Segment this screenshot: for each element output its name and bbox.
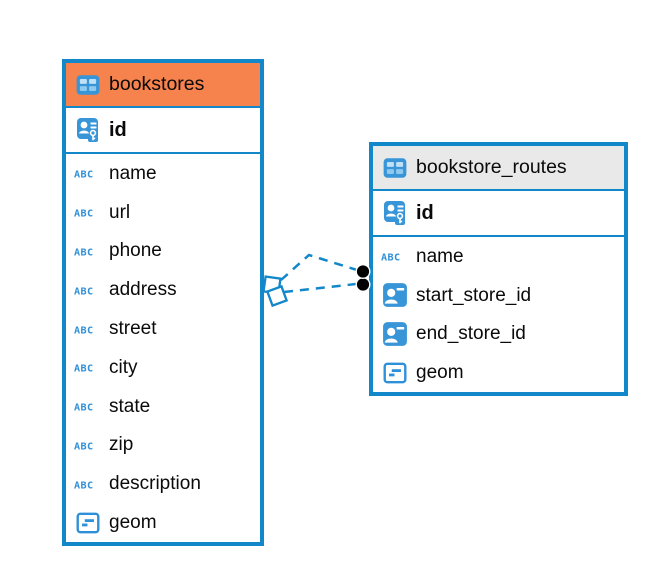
column-name: geom [109, 512, 157, 534]
text-type-icon: ABC [74, 203, 101, 221]
column-name: id [109, 119, 127, 141]
svg-text:ABC: ABC [381, 253, 400, 264]
table-title: bookstores [109, 72, 205, 95]
column-row-street[interactable]: ABC street [66, 309, 260, 348]
column-name: description [109, 473, 201, 495]
text-type-icon: ABC [74, 320, 101, 338]
column-row-name[interactable]: ABC name [66, 154, 260, 193]
person-ref-icon [381, 321, 408, 347]
svg-text:ABC: ABC [74, 286, 93, 297]
svg-text:ABC: ABC [74, 325, 93, 336]
text-type-icon: ABC [74, 436, 101, 454]
column-name: geom [416, 362, 464, 384]
geometry-type-icon [381, 360, 408, 386]
column-row-state[interactable]: ABC state [66, 386, 260, 426]
column-row-address[interactable]: ABC address [66, 270, 260, 310]
text-type-icon: ABC [74, 397, 101, 415]
text-type-icon: ABC [74, 242, 101, 260]
text-type-icon: ABC [74, 358, 101, 376]
table-bookstores[interactable]: bookstores id ABC name ABC url ABC phone [62, 59, 264, 546]
svg-text:ABC: ABC [74, 209, 93, 220]
relationship-diamond-marker [262, 275, 282, 295]
column-name: id [416, 202, 434, 224]
column-row-geom[interactable]: geom [66, 503, 260, 542]
geometry-type-icon [74, 510, 101, 536]
table-title: bookstore_routes [416, 155, 567, 178]
primary-key-icon [74, 117, 101, 143]
column-row-end_store_id[interactable]: end_store_id [373, 314, 624, 354]
column-list: id ABC name ABC url ABC phone ABC addres… [66, 108, 260, 542]
column-list: id ABC name start_store_id end_store_id … [373, 191, 624, 393]
svg-text:ABC: ABC [74, 247, 93, 258]
column-row-geom[interactable]: geom [373, 353, 624, 393]
column-name: city [109, 356, 138, 378]
column-name: street [109, 318, 157, 340]
primary-key-icon [381, 200, 408, 226]
column-name: name [416, 245, 464, 267]
svg-text:ABC: ABC [74, 170, 93, 181]
column-name: name [109, 162, 157, 184]
column-row-id[interactable]: id [373, 191, 624, 237]
text-type-icon: ABC [74, 164, 101, 182]
column-name: zip [109, 434, 134, 456]
table-icon [74, 72, 101, 98]
column-row-url[interactable]: ABC url [66, 192, 260, 232]
table-header[interactable]: bookstores [66, 63, 260, 108]
column-row-city[interactable]: ABC city [66, 347, 260, 387]
svg-text:ABC: ABC [74, 480, 93, 491]
column-name: end_store_id [416, 323, 526, 345]
svg-text:ABC: ABC [74, 403, 93, 414]
column-row-description[interactable]: ABC description [66, 464, 260, 504]
relationship-diamond-marker [265, 284, 289, 308]
column-name: address [109, 279, 177, 301]
text-type-icon: ABC [74, 475, 101, 493]
relationship-dot-marker [355, 264, 371, 280]
relationship-dot-marker [355, 277, 371, 293]
text-type-icon: ABC [74, 281, 101, 299]
relationship-line-bookstores-bookstore_routes[interactable] [280, 253, 358, 281]
table-bookstore_routes[interactable]: bookstore_routes id ABC name start_store… [369, 142, 628, 397]
person-ref-icon [381, 282, 408, 308]
table-header[interactable]: bookstore_routes [373, 146, 624, 191]
column-row-id[interactable]: id [66, 108, 260, 154]
column-row-phone[interactable]: ABC phone [66, 231, 260, 271]
table-icon [381, 155, 408, 181]
svg-text:ABC: ABC [74, 441, 93, 452]
svg-text:ABC: ABC [74, 364, 93, 375]
column-name: phone [109, 240, 162, 262]
column-row-name[interactable]: ABC name [373, 237, 624, 276]
text-type-icon: ABC [381, 247, 408, 265]
column-name: url [109, 201, 131, 223]
column-name: state [109, 395, 151, 417]
column-name: start_store_id [416, 284, 532, 306]
relationship-line-bookstores-bookstore_routes[interactable] [283, 282, 357, 294]
column-row-start_store_id[interactable]: start_store_id [373, 275, 624, 315]
column-row-zip[interactable]: ABC zip [66, 425, 260, 465]
